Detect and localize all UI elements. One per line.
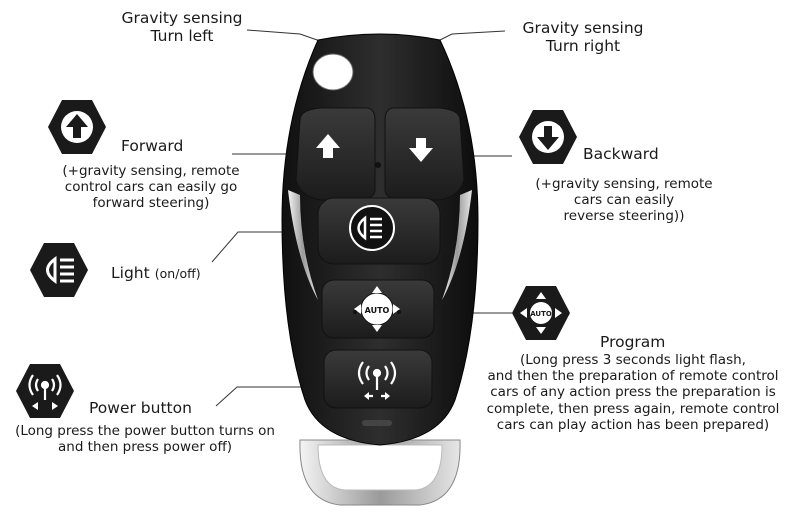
gravity-right-line2: Turn right — [545, 36, 621, 55]
backward-hex-badge — [519, 110, 577, 164]
program-badge-text: AUTO — [365, 306, 390, 315]
program-desc-line: cars can play action has been prepared) — [496, 416, 770, 433]
forward-title: Forward — [121, 137, 184, 155]
gravity-left-label: Gravity sensing Turn left — [107, 9, 257, 46]
backward-arrow-down-icon — [409, 138, 433, 162]
forward-desc-line: forward steering) — [92, 195, 210, 212]
gravity-left-line2: Turn left — [150, 26, 214, 45]
power-title: Power button — [89, 399, 192, 417]
light-title: Light — [111, 264, 150, 282]
forward-desc: (+gravity sensing, remote control cars c… — [42, 163, 260, 212]
backward-desc-line: (+gravity sensing, remote — [535, 176, 713, 192]
power-desc: (Long press the power button turns on an… — [0, 423, 290, 455]
gravity-right-label: Gravity sensing Turn right — [508, 19, 658, 56]
program-desc: (Long press 3 seconds light flash, and t… — [470, 352, 796, 433]
backward-desc-line: cars can easily — [573, 192, 675, 209]
headlight-icon — [46, 256, 74, 284]
light-hex-badge — [30, 243, 88, 297]
program-desc-line: cars of any action press the preparation… — [490, 384, 776, 401]
program-desc-line: and then the preparation of remote contr… — [487, 368, 779, 385]
light-label: Light (on/off) — [111, 264, 201, 283]
gravity-left-line1: Gravity sensing — [121, 9, 243, 27]
forward-desc-line: (+gravity sensing, remote — [62, 163, 240, 179]
forward-arrow-up-icon — [316, 134, 340, 158]
line-gravity-right — [435, 30, 506, 43]
gravity-right-line1: Gravity sensing — [522, 19, 644, 37]
backward-title: Backward — [583, 145, 659, 163]
light-note: (on/off) — [154, 266, 201, 281]
power-desc-line: and then press power off) — [57, 439, 233, 456]
auto-badge-text: AUTO — [530, 310, 552, 318]
power-hex-badge — [16, 364, 74, 418]
auto-program-icon — [520, 292, 562, 334]
program-auto-icon — [354, 286, 400, 332]
arrow-down-icon — [537, 126, 559, 150]
backward-desc-line: reverse steering)) — [563, 208, 685, 225]
light-headlight-icon — [357, 215, 382, 241]
arrow-up-icon — [66, 114, 88, 138]
antenna-signal-icon — [28, 374, 62, 400]
program-desc-line: complete, then press again, remote contr… — [486, 400, 780, 417]
program-hex-badge: AUTO — [512, 286, 570, 340]
forward-hex-badge — [48, 100, 106, 154]
line-gravity-left — [246, 29, 321, 42]
power-antenna-signal-icon — [357, 361, 397, 398]
program-title: Program — [600, 333, 666, 351]
backward-desc: (+gravity sensing, remote cars can easil… — [518, 176, 730, 225]
forward-desc-line: control cars can easily go — [64, 179, 238, 196]
program-desc-line: (Long press 3 seconds light flash, — [520, 352, 746, 368]
power-desc-line: (Long press the power button turns on — [15, 423, 275, 439]
